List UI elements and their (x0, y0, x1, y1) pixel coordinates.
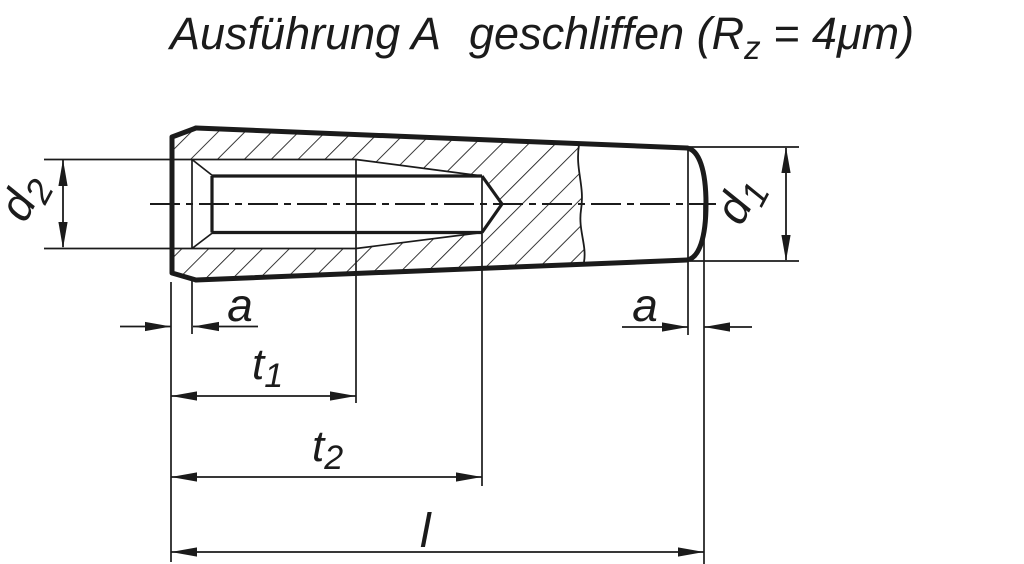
dim-label-length: l (420, 505, 432, 558)
dim-label-d2: d2 (0, 164, 62, 232)
dimension-arrowheads (58, 147, 791, 557)
pin-outline (169, 125, 709, 283)
bore-outline (210, 174, 504, 235)
dim-label-a-right: a (632, 279, 658, 331)
thread-thin-lines (44, 148, 689, 335)
dim-label-t1: t1 (252, 340, 283, 395)
dim-label-t2: t2 (312, 422, 343, 477)
crown-end-arc (684, 145, 709, 263)
dim-label-d1: d1 (704, 167, 778, 235)
break-line (577, 144, 586, 263)
extension-lines (170, 146, 799, 564)
dim-label-a-left: a (227, 279, 253, 331)
